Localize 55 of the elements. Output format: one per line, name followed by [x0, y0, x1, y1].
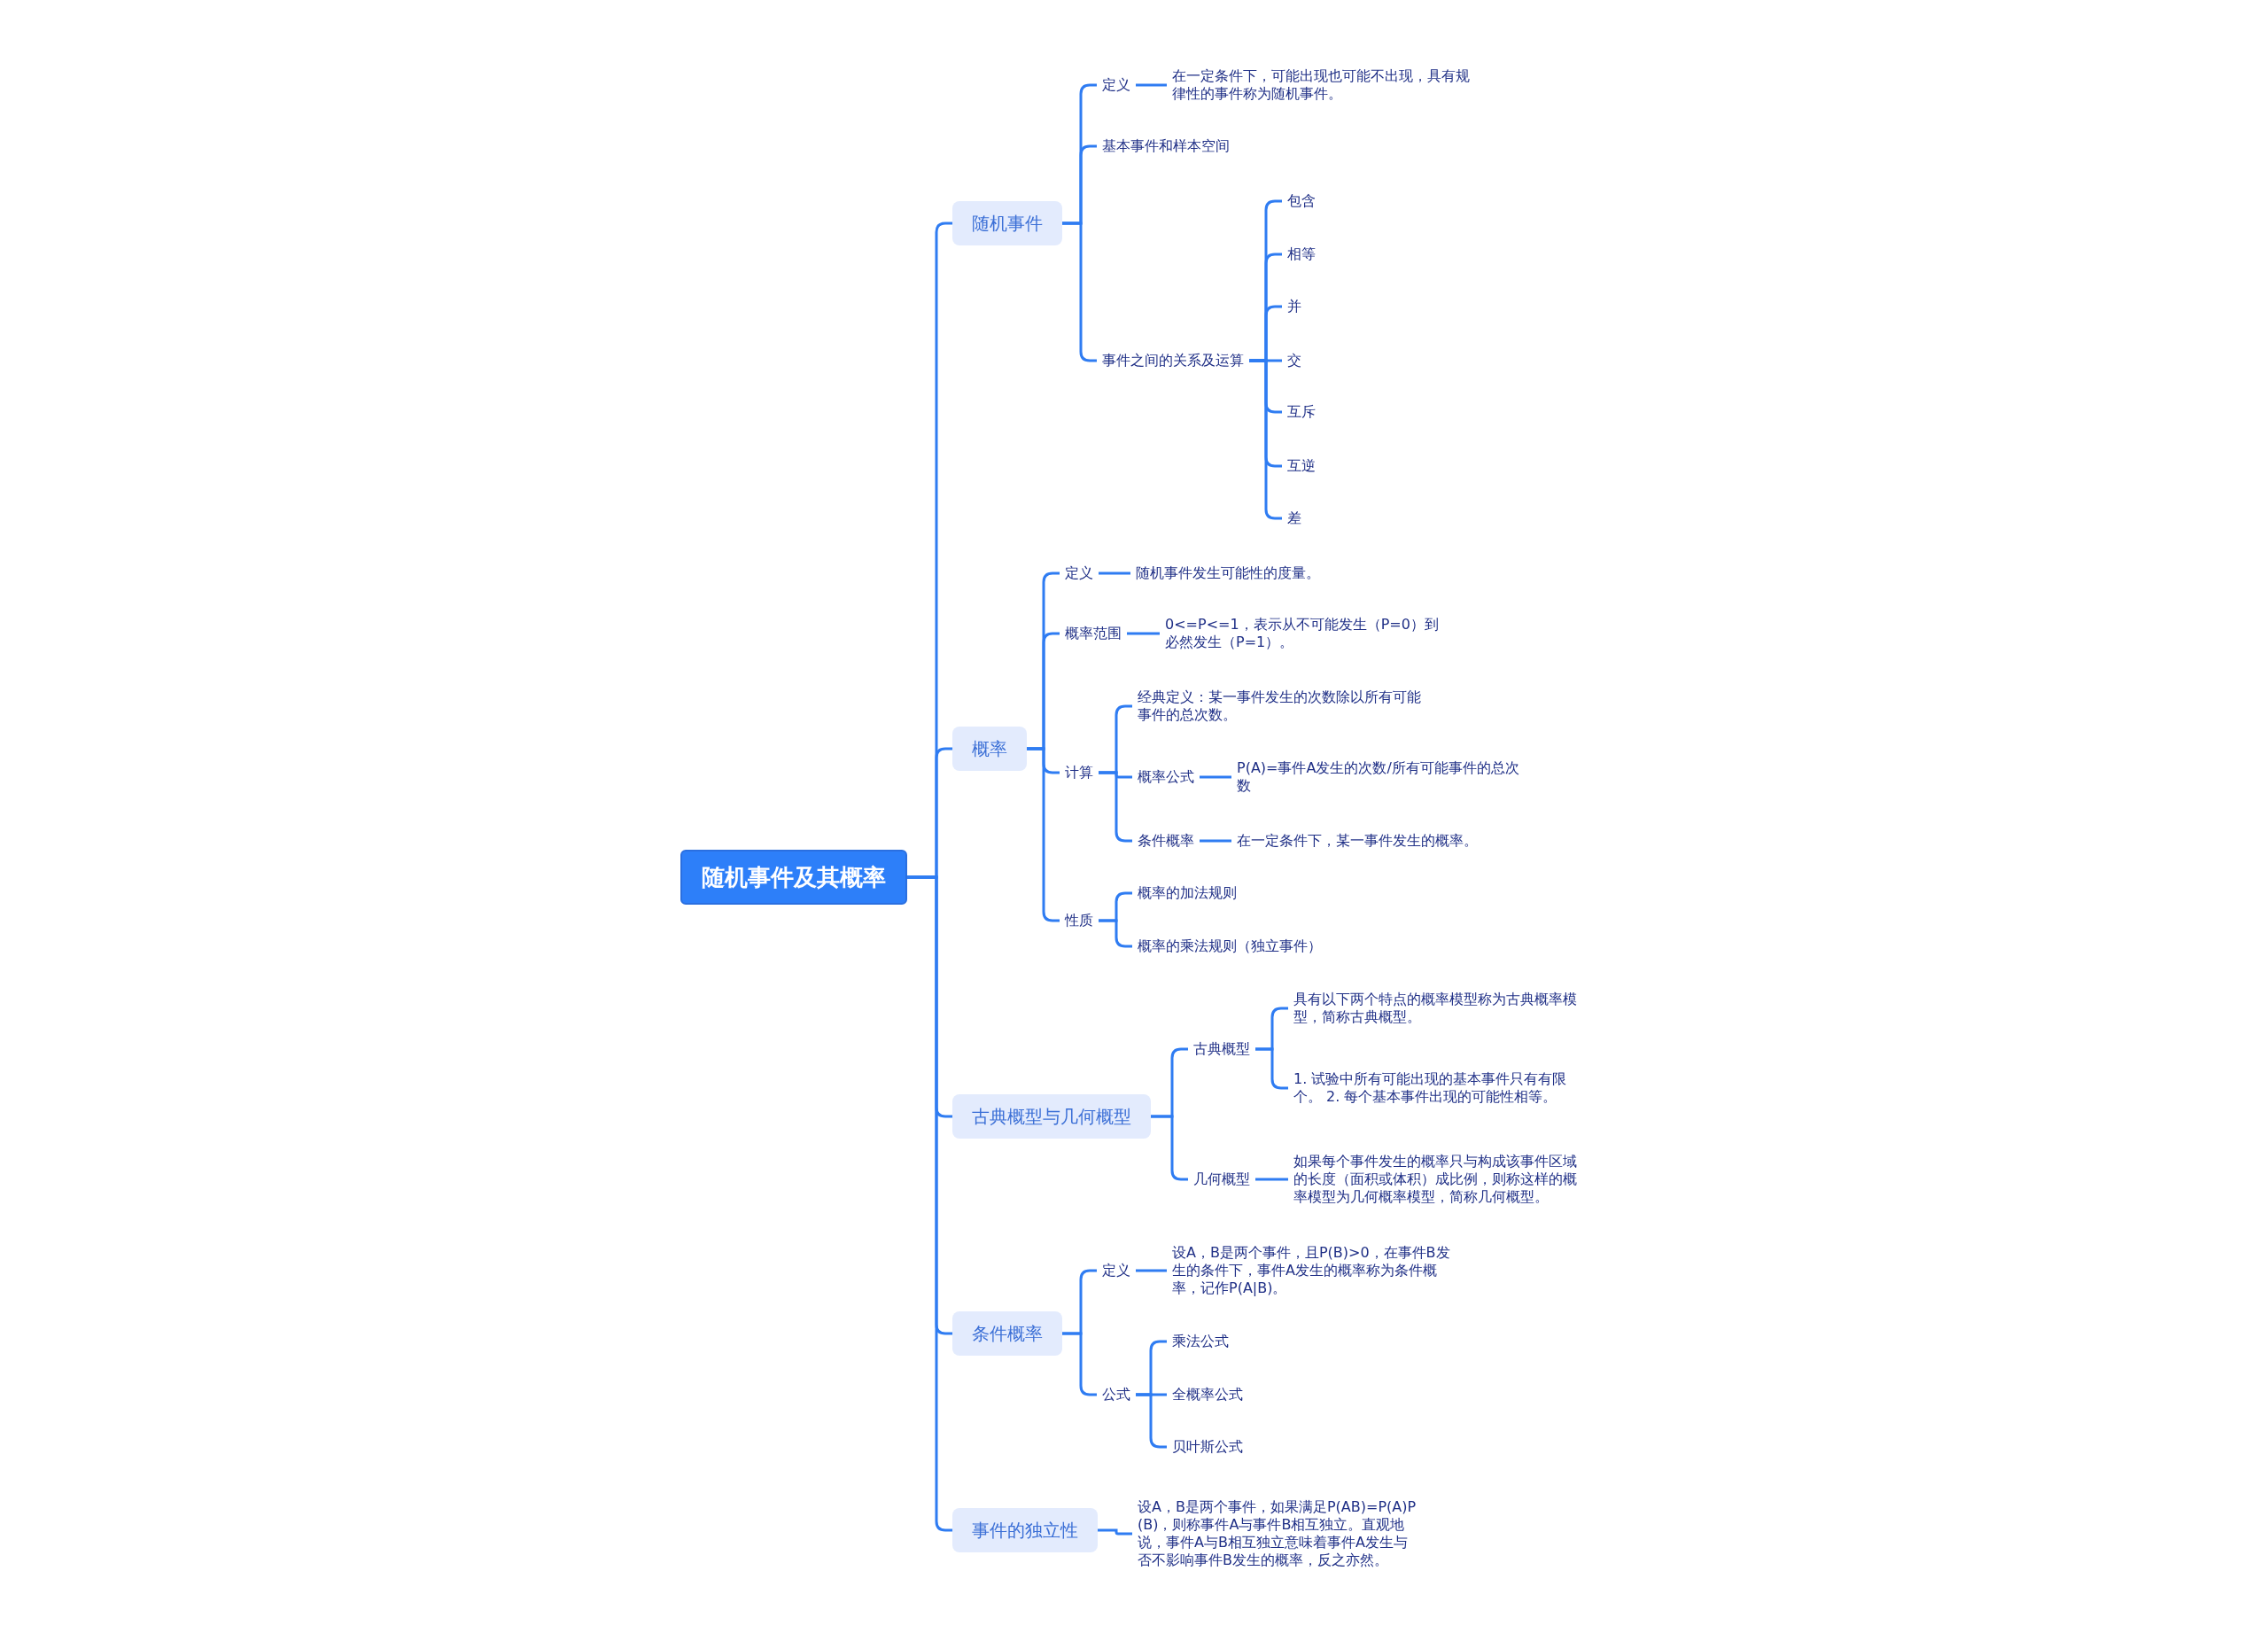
- branch-text: 全概率公式: [1167, 1384, 1248, 1405]
- branch-text: 差: [1282, 508, 1307, 529]
- connector-line: [1098, 1528, 1132, 1536]
- branch-text: 计算: [1060, 762, 1099, 783]
- connector-line: [1136, 83, 1167, 87]
- branch-text: 相等: [1282, 244, 1321, 265]
- branch-text: 互斥: [1282, 401, 1321, 423]
- connector-line: [1099, 919, 1132, 948]
- topic-box: 随机事件: [952, 201, 1062, 245]
- topic-box: 古典概型与几何概型: [952, 1094, 1151, 1139]
- central-topic: 随机事件及其概率: [680, 850, 907, 905]
- branch-text: 0<=P<=1，表示从不可能发生（P=0）到必然发生（P=1）。: [1160, 614, 1456, 653]
- topic-box: 条件概率: [952, 1311, 1062, 1356]
- connector-line: [1200, 839, 1231, 843]
- branch-text: 在一定条件下，某一事件发生的概率。: [1231, 830, 1483, 851]
- branch-text: P(A)=事件A发生的次数/所有可能事件的总次数: [1231, 758, 1533, 797]
- branch-text: 概率的加法规则: [1132, 883, 1242, 904]
- topic-box: 概率: [952, 727, 1027, 771]
- connector-line: [1136, 1269, 1167, 1272]
- connector-line: [1027, 747, 1060, 922]
- connector-line: [1255, 1047, 1288, 1090]
- branch-text: 交: [1282, 350, 1307, 371]
- branch-text: 1. 试验中所有可能出现的基本事件只有有限个。 2. 每个基本事件出现的可能性相等。: [1288, 1069, 1589, 1108]
- branch-text: 设A，B是两个事件，如果满足P(AB)=P(A)P(B)，则称事件A与事件B相互独立。直观地说，事件A与B相互独立意味着事件A发生与否不影响事件B发生的概率，反之亦然。: [1132, 1497, 1425, 1571]
- branch-text: 概率范围: [1060, 623, 1127, 644]
- branch-text: 经典定义：某一事件发生的次数除以所有可能事件的总次数。: [1132, 687, 1433, 726]
- connector-line: [1062, 1332, 1097, 1396]
- connector-line: [1255, 1178, 1288, 1181]
- branch-text: 定义: [1060, 563, 1099, 584]
- branch-text: 如果每个事件发生的概率只与构成该事件区域的长度（面积或体积）成比例，则称这样的概率模型为几何概率模型，简称几何概型。: [1288, 1151, 1589, 1208]
- branch-text: 随机事件发生可能性的度量。: [1130, 563, 1325, 584]
- branch-text: 包含: [1282, 191, 1321, 212]
- branch-text: 在一定条件下，可能出现也可能不出现，具有规律性的事件称为随机事件。: [1167, 66, 1477, 105]
- branch-text: 基本事件和样本空间: [1097, 136, 1235, 157]
- connector-line: [1200, 775, 1231, 779]
- branch-text: 事件之间的关系及运算: [1097, 350, 1249, 371]
- connector-line: [907, 875, 952, 1532]
- branch-text: 贝叶斯公式: [1167, 1436, 1248, 1458]
- branch-text: 古典概型: [1188, 1038, 1255, 1060]
- branch-text: 互逆: [1282, 455, 1321, 477]
- branch-text: 性质: [1060, 910, 1099, 931]
- branch-text: 几何概型: [1188, 1169, 1255, 1190]
- branch-text: 设A，B是两个事件，且P(B)>0，在事件B发生的条件下，事件A发生的概率称为条件概率，记作P(A|B)。: [1167, 1242, 1468, 1299]
- topic-box: 事件的独立性: [952, 1508, 1098, 1552]
- branch-text: 乘法公式: [1167, 1331, 1234, 1352]
- branch-text: 具有以下两个特点的概率模型称为古典概率模型，简称古典概型。: [1288, 989, 1589, 1028]
- branch-text: 概率公式: [1132, 766, 1200, 788]
- connector-line: [1127, 632, 1160, 635]
- branch-text: 并: [1282, 296, 1307, 317]
- branch-text: 定义: [1097, 1260, 1136, 1281]
- branch-text: 概率的乘法规则（独立事件）: [1132, 936, 1327, 957]
- branch-text: 条件概率: [1132, 830, 1200, 851]
- connector-line: [1099, 572, 1130, 575]
- branch-text: 定义: [1097, 74, 1136, 96]
- branch-text: 公式: [1097, 1384, 1136, 1405]
